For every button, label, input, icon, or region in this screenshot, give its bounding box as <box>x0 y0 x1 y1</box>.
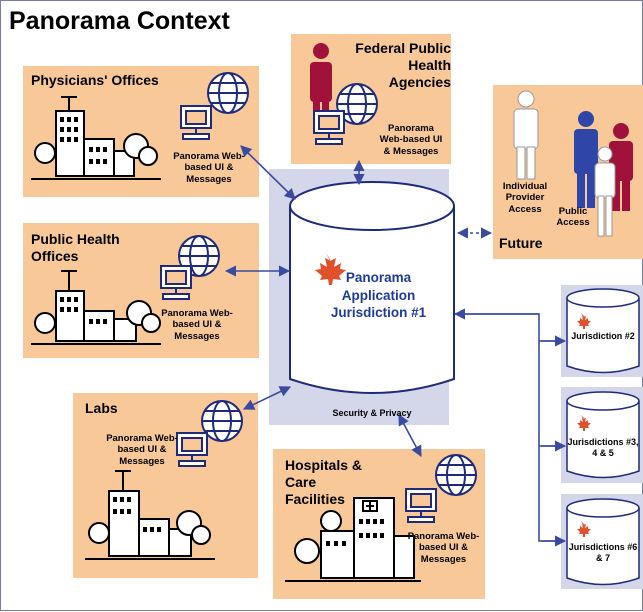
jurisdiction-3-label: Jurisdictions #3, 4 & 5 <box>567 437 639 458</box>
labs-title: Labs <box>85 400 118 416</box>
hospitals-title: Hospitals & Care Facilities <box>285 457 363 507</box>
federal-title: Federal Public Health Agencies <box>355 40 451 90</box>
public-access-label: Public Access <box>556 206 590 229</box>
federal-caption: Panorama Web-based UI & Messages <box>379 123 443 157</box>
public-health-title: Public Health Offices <box>31 231 120 264</box>
person-icon <box>513 90 539 180</box>
individual-access-label: Individual Provider Access <box>502 181 548 215</box>
jurisdiction-2-label: Jurisdiction #2 <box>571 331 635 341</box>
maple-leaf-icon <box>315 253 346 285</box>
security-label: Security & Privacy <box>332 408 412 418</box>
computer-globe-icon <box>176 400 243 467</box>
jurisdiction-2-cylinder <box>566 288 640 374</box>
computer-globe-icon <box>160 235 220 300</box>
physicians-title: Physicians' Offices <box>31 72 159 88</box>
computer-globe-icon <box>313 83 378 145</box>
person-icon <box>574 111 633 237</box>
main-database-cylinder <box>289 181 455 394</box>
jurisdiction-6-cylinder <box>566 498 640 586</box>
building-icon <box>85 470 215 560</box>
main-app-label: Panorama Application Jurisdiction #1 <box>330 270 427 321</box>
building-icon <box>31 270 161 345</box>
building-icon <box>31 96 161 180</box>
public-health-caption: Panorama Web-based UI & Messages <box>161 308 233 342</box>
hospital-building-icon <box>285 497 421 582</box>
hospitals-caption: Panorama Web-based UI & Messages <box>407 531 480 565</box>
future-title: Future <box>499 235 543 251</box>
diagram-title: Panorama Context <box>9 7 230 35</box>
jurisdiction-6-label: Jurisdictions #6 & 7 <box>568 542 638 563</box>
physicians-caption: Panorama Web-based UI & Messages <box>173 151 245 185</box>
labs-caption: Panorama Web-based UI & Messages <box>106 433 178 467</box>
computer-globe-icon <box>180 72 249 140</box>
jurisdiction-3-cylinder <box>566 391 640 479</box>
computer-globe-icon <box>405 454 477 523</box>
